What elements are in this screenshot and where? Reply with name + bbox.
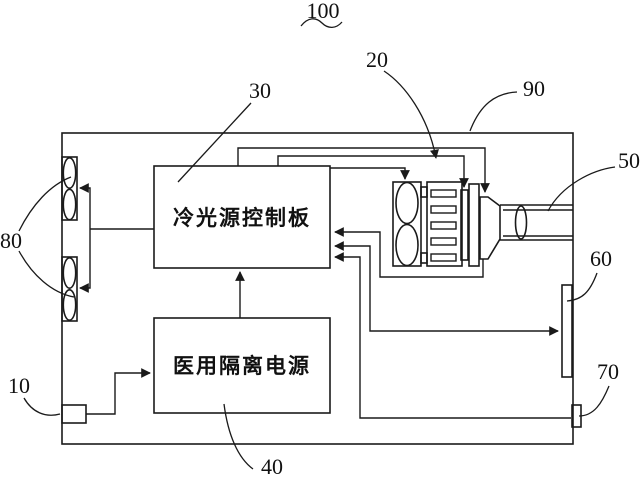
fan-mount-tab-top — [420, 186, 428, 198]
callout-100: 100 — [307, 0, 340, 23]
lamp-reflector — [479, 196, 501, 260]
lamp-holder-plate — [468, 183, 480, 267]
callout-90: 90 — [523, 76, 545, 101]
leader-30 — [177, 102, 252, 183]
leader-100-squiggle — [300, 18, 343, 29]
case-fan-top — [61, 156, 78, 221]
housing-outline — [61, 132, 574, 445]
leader-80-bottom — [18, 250, 75, 298]
callout-60: 60 — [590, 246, 612, 271]
callout-30: 30 — [249, 78, 271, 103]
wire-to-fan-bottom — [79, 229, 91, 293]
callout-20: 20 — [366, 47, 388, 72]
leader-60 — [566, 272, 598, 302]
control-board-box — [153, 165, 331, 269]
wire-to-fan-top — [79, 183, 91, 229]
callout-50: 50 — [618, 148, 640, 173]
wire-board-to-lamp-fan — [330, 167, 410, 180]
leader-20 — [383, 70, 439, 159]
callout-40: 40 — [261, 454, 283, 479]
lens — [514, 205, 528, 240]
case-fan-bottom — [61, 256, 78, 322]
heatsink — [426, 181, 463, 267]
fan-mount-tab-bottom — [420, 252, 428, 264]
callout-70: 70 — [597, 359, 619, 384]
wire-inlet-to-psu — [86, 368, 151, 415]
wire-board-to-bottom-port — [334, 252, 571, 419]
side-port-bar — [561, 284, 573, 378]
callout-10: 10 — [8, 373, 30, 398]
light-guide-tube — [500, 204, 573, 241]
leader-40 — [223, 403, 254, 470]
power-supply-box — [153, 317, 331, 414]
wire-board-to-lamp-1 — [237, 147, 490, 193]
control-board-label: 冷光源控制板 — [173, 206, 311, 230]
power-supply-label: 医用隔离电源 — [173, 354, 311, 378]
leader-50 — [547, 166, 616, 212]
leader-70 — [578, 385, 610, 417]
lamp-module-fan — [392, 181, 422, 267]
wire-board-to-lamp-2 — [277, 155, 469, 188]
leader-10 — [23, 397, 61, 416]
power-inlet-block — [61, 404, 87, 424]
wire-board-to-side-port — [334, 241, 559, 336]
leader-80-top — [18, 176, 72, 232]
leader-90 — [469, 91, 518, 132]
callout-80: 80 — [0, 228, 22, 253]
